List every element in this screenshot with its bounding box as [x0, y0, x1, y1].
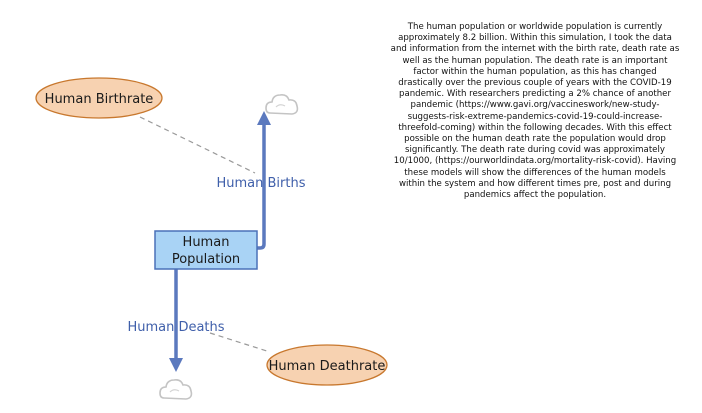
population-stock[interactable]	[154, 230, 258, 270]
description-note: The human population or worldwide popula…	[390, 22, 680, 201]
population-stock-label-line2: Population	[172, 252, 240, 267]
birthrate-variable[interactable]	[35, 77, 163, 119]
deathrate-variable[interactable]	[266, 344, 388, 386]
deaths-flow-label[interactable]: Human Deaths	[127, 320, 224, 335]
births-flow-label[interactable]: Human Births	[216, 176, 305, 191]
births-flow-pipe[interactable]	[257, 111, 271, 250]
deathrate-variable-label: Human Deathrate	[269, 359, 386, 374]
birthrate-variable-label: Human Birthrate	[45, 92, 154, 107]
population-stock-label-line1: Human	[183, 235, 230, 250]
deathrate-link	[209, 332, 271, 353]
deaths-sink-cloud-icon	[159, 379, 193, 400]
birthrate-link	[139, 116, 256, 174]
births-sink-cloud-icon	[265, 94, 299, 115]
